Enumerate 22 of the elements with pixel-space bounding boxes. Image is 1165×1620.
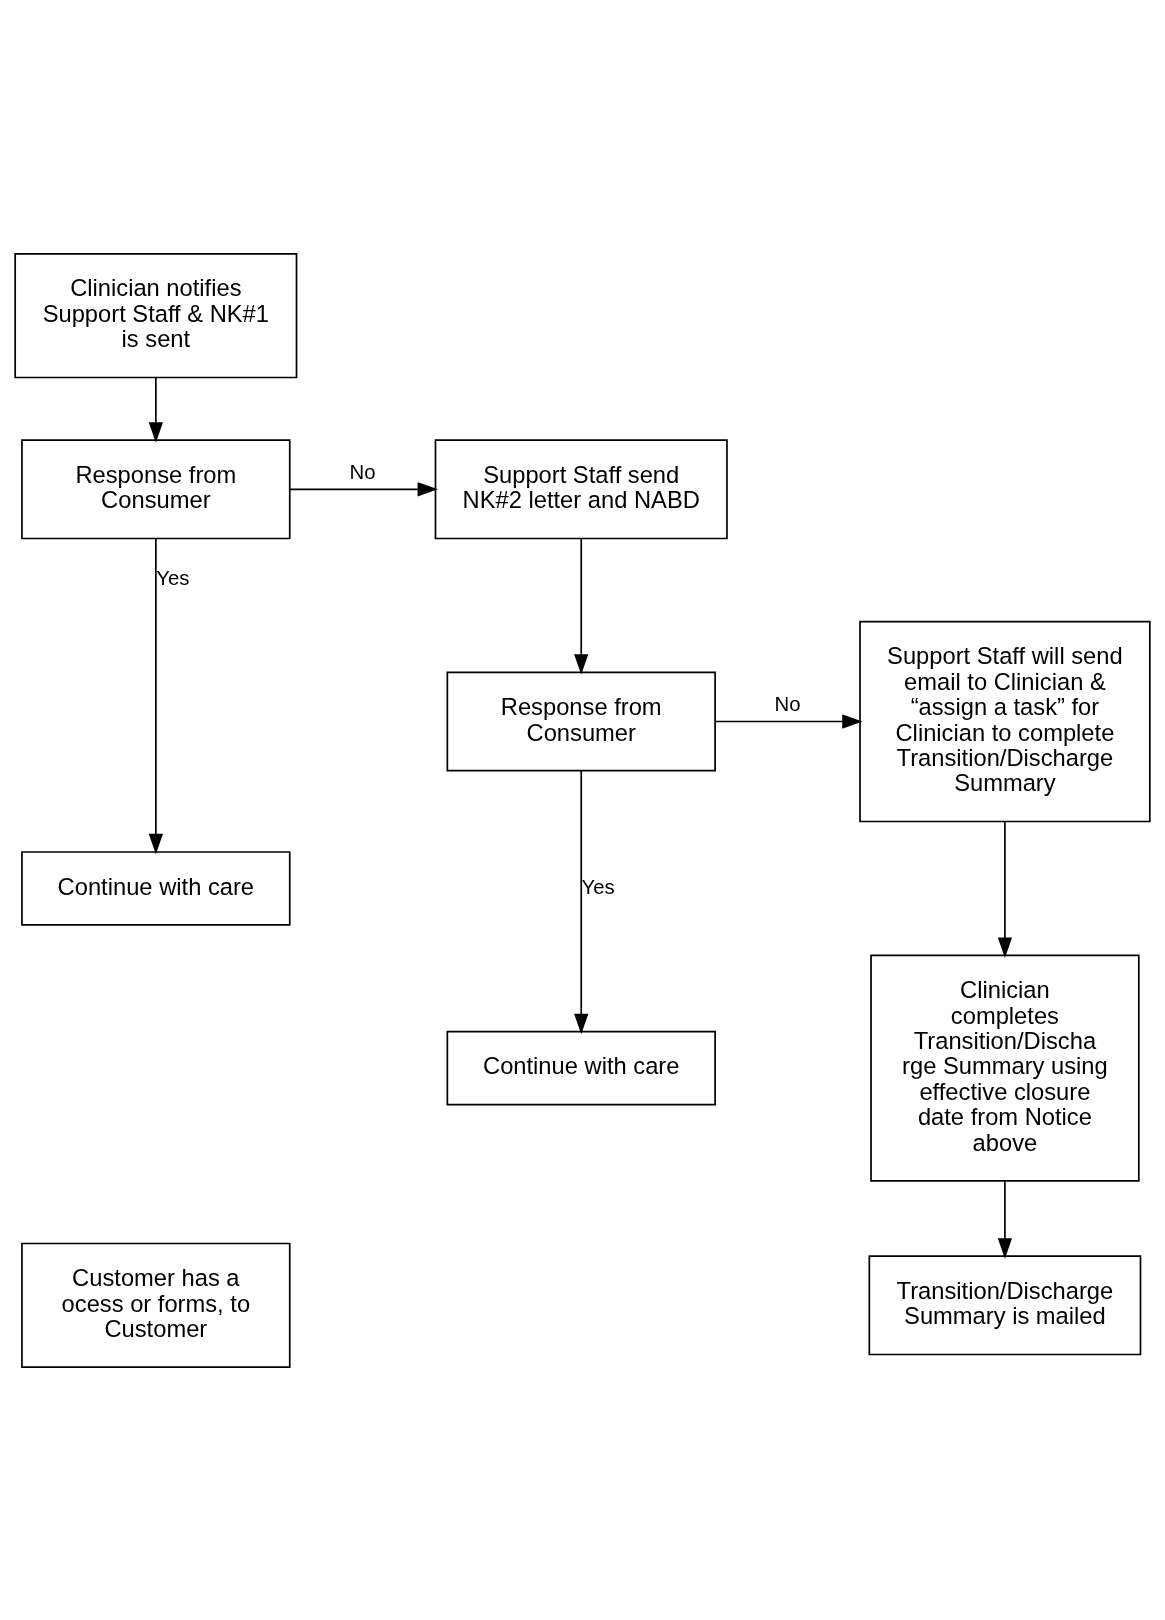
edge-label: No: [774, 692, 801, 715]
arrow: [574, 537, 589, 674]
node-box: Response from Consumer: [446, 671, 716, 771]
node-box: Clinician completes Transition/Discha rge Summary using effective closure date from Notice above: [870, 954, 1140, 1182]
node-box: Response from Consumer: [21, 438, 291, 539]
arrow: [714, 713, 863, 729]
arrow: [997, 1179, 1013, 1259]
node-box: Support Staff send NK#2 letter and NABD: [434, 438, 728, 539]
edge-label: No: [349, 460, 376, 482]
arrow: [148, 537, 163, 854]
node-box: Continue with care: [446, 1030, 716, 1105]
edge-label: Yes: [156, 566, 190, 589]
arrow: [148, 376, 163, 443]
node-box: Customer has a ocess or forms, to Customer: [21, 1242, 291, 1368]
node-box: Support Staff will send email to Clinician & “assign a task” for Clinician to complete Transition/Discharge Summary: [859, 620, 1151, 822]
arrow: [289, 481, 438, 496]
arrow: [574, 769, 589, 1034]
edge-label: Yes: [581, 875, 615, 898]
arrow: [997, 820, 1013, 958]
node-box: Clinician notifies Support Staff & NK#1 is sent: [14, 252, 298, 378]
node-box: Transition/Discharge Summary is mailed: [868, 1254, 1142, 1355]
node-box: Continue with care: [21, 850, 291, 926]
